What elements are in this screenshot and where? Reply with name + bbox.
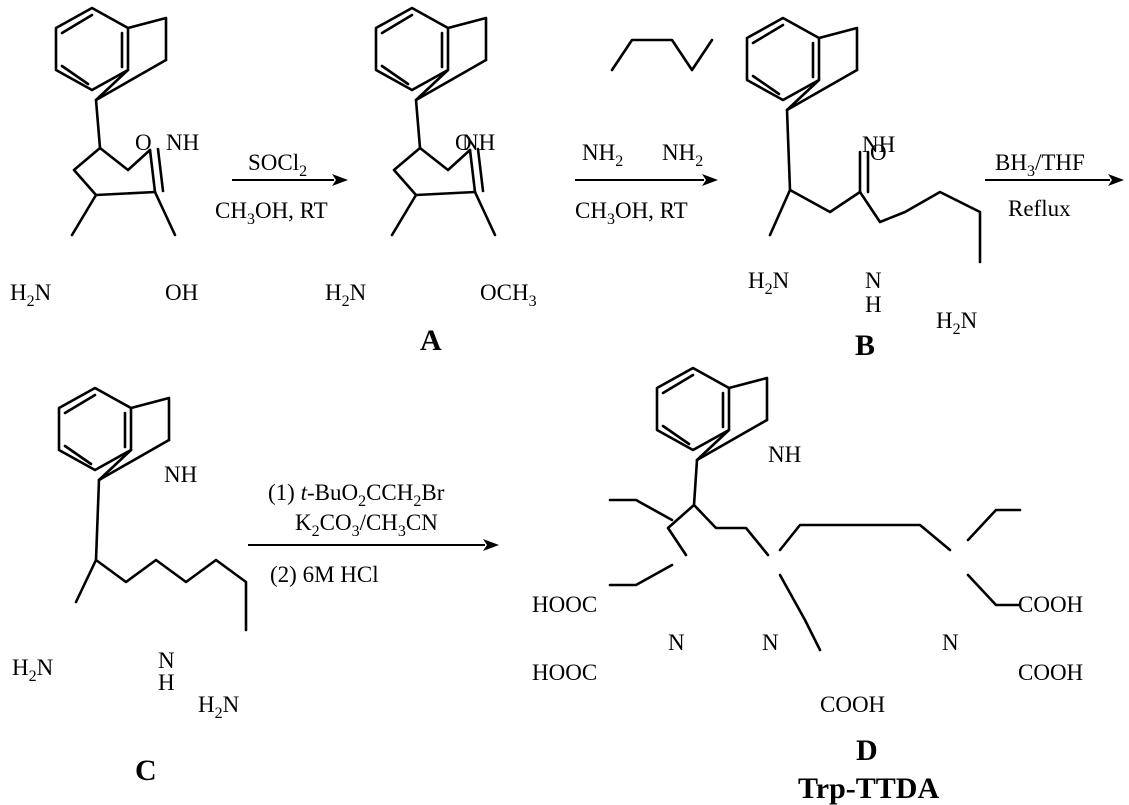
molecule-C-h-label: H <box>158 670 175 695</box>
diaminopropane-bonds <box>610 38 714 72</box>
molecule-D-n3-label: N <box>942 630 959 655</box>
conditions-ch3oh-rt-2: CH3OH, RT <box>575 198 688 228</box>
reagent-step-1: (1) t-BuO2CCH2Br <box>268 480 445 510</box>
molecule-D-nh-label: NH <box>768 442 801 467</box>
compound-label-A: A <box>420 324 442 357</box>
compound-label-B: B <box>855 329 875 362</box>
molecule-B-bonds <box>745 16 982 264</box>
reaction-arrow-3: BH3/THF Reflux <box>985 150 1124 221</box>
conditions-ch3oh-rt-1: CH3OH, RT <box>215 198 328 228</box>
compound-label-D: D <box>856 734 878 767</box>
reagent-bh3-thf: BH3/THF <box>995 150 1085 180</box>
tryptophan-h2n-label: H2N <box>10 280 52 310</box>
reaction-arrow-2: NH2 NH2 CH3OH, RT <box>575 38 718 228</box>
molecule-A: NH O H2N OCH3 A <box>325 6 537 357</box>
molecule-D-cooh-center-label: COOH <box>820 692 885 717</box>
molecule-D-hooc-top-label: HOOC <box>532 592 597 617</box>
tryptophan-nh-label: NH <box>166 130 199 155</box>
molecule-A-nh-label: NH <box>462 130 495 155</box>
molecule-C-nh-label: NH <box>164 462 197 487</box>
molecule-B-h2n-label: H2N <box>748 268 790 298</box>
tryptophan-oh-label: OH <box>165 280 198 305</box>
molecule-A-o-label: O <box>455 130 472 155</box>
molecule-B: NH O H2N N H H2N B <box>745 16 982 362</box>
molecule-D-bonds <box>608 366 1022 652</box>
molecule-C-h2n-label: H2N <box>12 655 54 685</box>
molecule-B-o-label: O <box>870 140 887 165</box>
molecule-tryptophan: NH O H2N OH <box>10 6 199 310</box>
reaction-arrow-4: (1) t-BuO2CCH2Br K2CO3/CH3CN (2) 6M HCl <box>248 480 499 587</box>
molecule-B-terminal-h2n-label: H2N <box>936 308 978 338</box>
molecule-A-h2n-label: H2N <box>325 280 367 310</box>
reagent-nh2-right: NH2 <box>662 140 703 170</box>
molecule-C: NH H2N N H H2N C <box>12 386 248 787</box>
molecule-C-bonds <box>57 386 248 632</box>
conditions-reflux: Reflux <box>1008 196 1071 221</box>
molecule-A-och3-label: OCH3 <box>480 280 537 310</box>
molecule-D: NH HOOC HOOC N N N COOH COOH COOH D Trp-… <box>532 366 1083 805</box>
compound-name-trp-ttda: Trp-TTDA <box>798 772 939 805</box>
molecule-B-amide-h-label: H <box>865 292 882 317</box>
molecule-D-n2-label: N <box>762 630 779 655</box>
tryptophan-o-label: O <box>135 130 152 155</box>
compound-label-C: C <box>135 754 157 787</box>
molecule-D-n1-label: N <box>668 630 685 655</box>
reagent-step-1-base: K2CO3/CH3CN <box>295 510 438 540</box>
reagent-step-2: (2) 6M HCl <box>270 562 379 587</box>
molecule-B-amide-n-label: N <box>865 268 882 293</box>
reagent-socl2: SOCl2 <box>248 150 307 180</box>
molecule-D-cooh-top-right-label: COOH <box>1018 592 1083 617</box>
molecule-C-n-label: N <box>158 648 175 673</box>
molecule-D-cooh-bottom-right-label: COOH <box>1018 660 1083 685</box>
molecule-A-bonds <box>374 6 497 237</box>
molecule-B-nh-label: NH <box>862 132 895 157</box>
reagent-nh2-left: NH2 <box>582 140 623 170</box>
molecule-D-hooc-bottom-label: HOOC <box>532 660 597 685</box>
tryptophan-indole-bonds <box>54 6 177 237</box>
molecule-C-terminal-h2n-label: H2N <box>198 692 240 722</box>
reaction-arrow-1: SOCl2 CH3OH, RT <box>215 150 348 228</box>
